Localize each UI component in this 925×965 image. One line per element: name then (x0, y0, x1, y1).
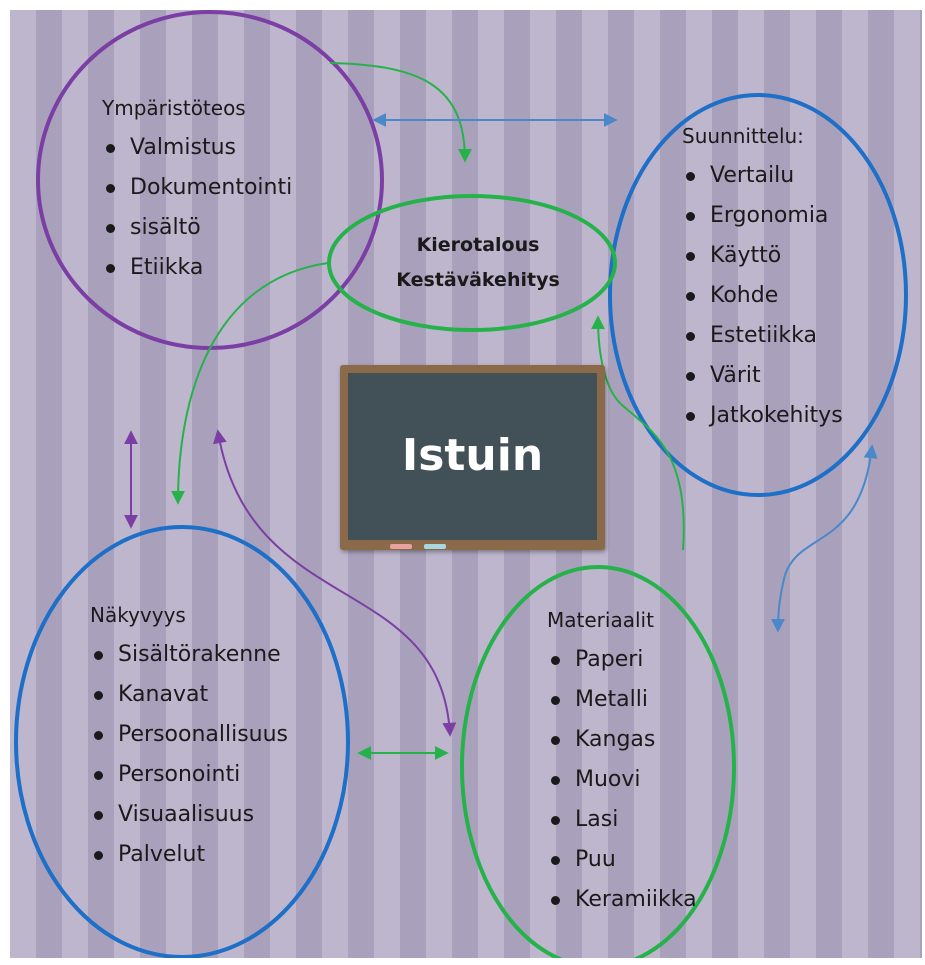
list-item: Ergonomia (682, 196, 843, 236)
arrow-materiaalit-to-center (591, 315, 685, 551)
chalk-piece-pink (390, 544, 412, 549)
suunnittelu-list: Vertailu Ergonomia Käyttö Kohde Estetiik… (682, 156, 843, 436)
center-topic-line-2: Kestäväkehitys (396, 269, 560, 291)
list-item: sisältö (102, 208, 292, 248)
list-item: Valmistus (102, 128, 292, 168)
list-item: Palvelut (90, 835, 288, 875)
chalk-piece-blue (424, 544, 446, 549)
center-topic-ellipse (327, 194, 617, 332)
list-item: Käyttö (682, 236, 843, 276)
arrow-top-to-center (329, 62, 472, 163)
list-item: Metalli (547, 680, 697, 720)
list-item: Estetiikka (682, 316, 843, 356)
materiaalit-heading: Materiaalit (547, 608, 654, 632)
list-item: Puu (547, 840, 697, 880)
materiaalit-list: Paperi Metalli Kangas Muovi Lasi Puu Ker… (547, 640, 697, 920)
list-item: Etiikka (102, 248, 292, 288)
mind-map-canvas: Ympäristöteos Valmistus Dokumentointi si… (10, 10, 922, 958)
materiaalit-ellipse (460, 565, 736, 958)
list-item: Sisältörakenne (90, 635, 288, 675)
chalkboard: Istuin (340, 365, 605, 550)
ymparistoteos-block: Ympäristöteos Valmistus Dokumentointi si… (102, 88, 292, 288)
materiaalit-block: Materiaalit Paperi Metalli Kangas Muovi … (547, 600, 697, 920)
chalkboard-surface: Istuin (348, 373, 597, 540)
nakyvyys-heading: Näkyvyys (90, 603, 186, 627)
suunnittelu-heading: Suunnittelu: (682, 124, 804, 148)
center-topic-line-1: Kierotalous (416, 234, 540, 256)
list-item: Persoonallisuus (90, 715, 288, 755)
ymparistoteos-heading: Ympäristöteos (102, 96, 246, 120)
suunnittelu-ellipse (608, 93, 908, 497)
chalkboard-title: Istuin (401, 430, 544, 481)
suunnittelu-block: Suunnittelu: Vertailu Ergonomia Käyttö K… (682, 116, 843, 436)
list-item: Paperi (547, 640, 697, 680)
ymparistoteos-list: Valmistus Dokumentointi sisältö Etiikka (102, 128, 292, 288)
list-item: Kangas (547, 720, 697, 760)
diagram-shapes (14, 10, 908, 958)
list-item: Kohde (682, 276, 843, 316)
list-item: Värit (682, 356, 843, 396)
list-item: Lasi (547, 800, 697, 840)
arrow-center-to-nakyvyys (171, 262, 329, 505)
list-item: Kanavat (90, 675, 288, 715)
arrow-suunnittelu-materiaalit (771, 444, 878, 633)
center-topic: Kierotalous Kestäväkehitys (333, 228, 623, 298)
list-item: Vertailu (682, 156, 843, 196)
list-item: Visuaalisuus (90, 795, 288, 835)
list-item: Jatkokehitys (682, 396, 843, 436)
nakyvyys-block: Näkyvyys Sisältörakenne Kanavat Persoona… (90, 595, 288, 875)
list-item: Personointi (90, 755, 288, 795)
list-item: Dokumentointi (102, 168, 292, 208)
nakyvyys-list: Sisältörakenne Kanavat Persoonallisuus P… (90, 635, 288, 875)
list-item: Keramiikka (547, 880, 697, 920)
nakyvyys-ellipse (14, 525, 350, 958)
arrow-ymparistoteos-materiaalit (212, 429, 457, 737)
list-item: Muovi (547, 760, 697, 800)
